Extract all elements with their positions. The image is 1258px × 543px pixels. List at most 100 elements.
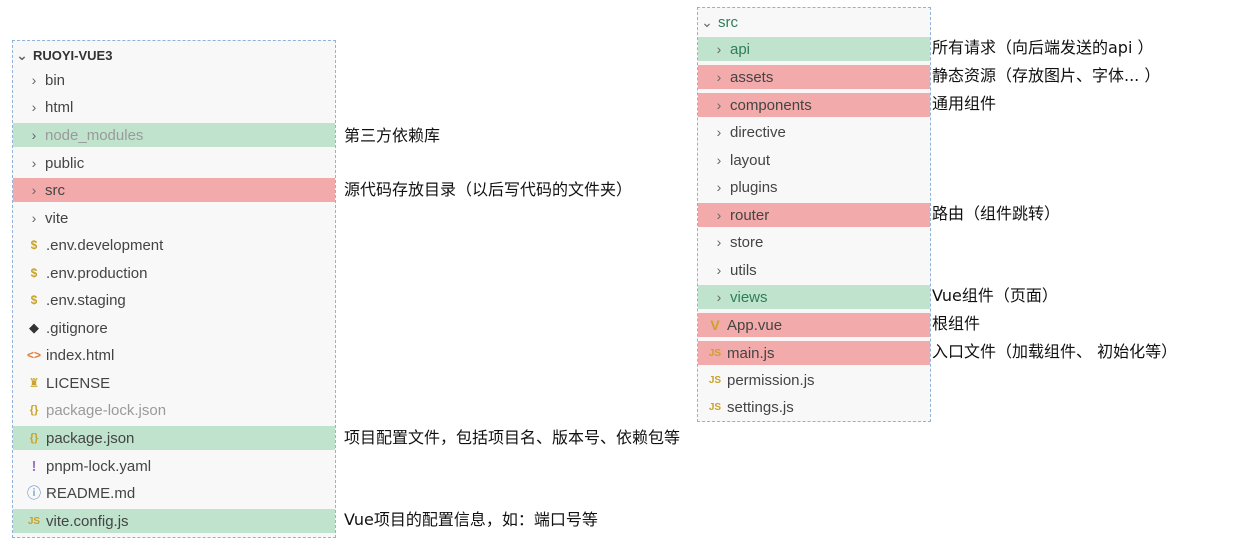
tree-item-label: .env.production <box>46 264 148 282</box>
tree-item-permission-js[interactable]: JS permission.js <box>698 368 930 392</box>
tree-item-label: components <box>730 96 812 114</box>
note-vite-config: Vue项目的配置信息，如：端口号等 <box>344 510 598 529</box>
tree-item-license[interactable]: ♜ LICENSE <box>13 371 335 395</box>
tree-item-settings-js[interactable]: JS settings.js <box>698 395 930 419</box>
tree-item-env-production[interactable]: $ .env.production <box>13 261 335 285</box>
tree-item-vite-config-js[interactable]: JS vite.config.js <box>13 509 335 533</box>
tree-item-views[interactable]: › views <box>698 285 930 309</box>
tree-item-label: api <box>730 40 751 58</box>
tree-item-label: plugins <box>730 178 778 196</box>
dollar-icon: $ <box>30 266 38 280</box>
tree-item-label: .env.staging <box>46 291 126 309</box>
tree-item-layout[interactable]: › layout <box>698 148 930 172</box>
tree-item-bin[interactable]: › bin <box>13 68 335 92</box>
right-explorer-panel: ⌄ src › api › assets › components › dire… <box>697 7 931 422</box>
dollar-icon: $ <box>30 238 38 252</box>
note-api: 所有请求（向后端发送的api ） <box>932 38 1154 57</box>
dollar-icon: $ <box>30 293 38 307</box>
tree-item-label: LICENSE <box>46 374 111 392</box>
tree-item-label: package-lock.json <box>46 401 167 419</box>
tree-item-env-development[interactable]: $ .env.development <box>13 233 335 257</box>
tree-item-index-html[interactable]: <> index.html <box>13 343 335 367</box>
chevron-down-icon: ⌄ <box>701 13 713 30</box>
note-app-vue: 根组件 <box>932 314 981 333</box>
tree-item-label: settings.js <box>727 398 794 416</box>
tree-item-package-lock-json[interactable]: {} package-lock.json <box>13 398 335 422</box>
note-views: Vue组件（页面） <box>932 286 1058 305</box>
tree-item-pnpm-lock-yaml[interactable]: ! pnpm-lock.yaml <box>13 454 335 478</box>
tree-item-main-js[interactable]: JS main.js <box>698 341 930 365</box>
chevron-right-icon: › <box>716 179 722 195</box>
vue-icon: V <box>710 317 720 333</box>
tree-item-store[interactable]: › store <box>698 230 930 254</box>
js-icon: JS <box>708 347 722 359</box>
note-node-modules: 第三方依赖库 <box>344 126 441 145</box>
chevron-right-icon: › <box>31 72 37 88</box>
tree-item-label: vite <box>45 209 69 227</box>
tree-root-src[interactable]: ⌄ src <box>698 10 930 34</box>
json-icon: {} <box>29 432 39 444</box>
tree-item-label: router <box>730 206 770 224</box>
tree-item-readme-md[interactable]: ⓘ README.md <box>13 481 335 505</box>
tree-item-api[interactable]: › api <box>698 37 930 61</box>
chevron-right-icon: › <box>31 127 37 143</box>
chevron-right-icon: › <box>716 97 722 113</box>
tree-item-label: node_modules <box>45 126 144 144</box>
tree-item-label: store <box>730 233 764 251</box>
tree-item-label: public <box>45 154 85 172</box>
tree-item-label: README.md <box>46 484 136 502</box>
note-package-json: 项目配置文件，包括项目名、版本号、依赖包等 <box>344 428 681 447</box>
git-icon: ◆ <box>29 320 39 335</box>
tree-item-label: main.js <box>727 344 775 362</box>
tree-item-label: directive <box>730 123 786 141</box>
js-icon: JS <box>708 401 722 413</box>
tree-item-package-json[interactable]: {} package.json <box>13 426 335 450</box>
note-components: 通用组件 <box>932 94 997 113</box>
tree-item-gitignore[interactable]: ◆ .gitignore <box>13 316 335 340</box>
tree-item-label: vite.config.js <box>46 512 129 530</box>
tree-item-label: html <box>45 98 74 116</box>
tree-item-label: src <box>45 181 65 199</box>
json-icon: {} <box>29 404 39 416</box>
tree-item-router[interactable]: › router <box>698 203 930 227</box>
chevron-right-icon: › <box>716 152 722 168</box>
html-icon: <> <box>26 348 41 362</box>
chevron-right-icon: › <box>31 182 37 198</box>
chevron-down-icon: ⌄ <box>16 46 28 63</box>
tree-item-directive[interactable]: › directive <box>698 120 930 144</box>
tree-item-label: package.json <box>46 429 135 447</box>
tree-item-node-modules[interactable]: › node_modules <box>13 123 335 147</box>
tree-root-ruoyi-vue3[interactable]: ⌄ RUOYI-VUE3 <box>13 43 335 67</box>
tree-item-components[interactable]: › components <box>698 93 930 117</box>
tree-item-label: permission.js <box>727 371 815 389</box>
tree-item-app-vue[interactable]: V App.vue <box>698 313 930 337</box>
note-assets: 静态资源（存放图片、字体... ） <box>932 66 1161 85</box>
tree-item-label: .gitignore <box>46 319 108 337</box>
tree-item-assets[interactable]: › assets <box>698 65 930 89</box>
note-main-js: 入口文件（加载组件、 初始化等） <box>932 342 1178 361</box>
tree-root-label: RUOYI-VUE3 <box>33 47 113 63</box>
chevron-right-icon: › <box>716 41 722 57</box>
tree-root-label: src <box>718 13 738 31</box>
chevron-right-icon: › <box>716 207 722 223</box>
tree-item-html[interactable]: › html <box>13 95 335 119</box>
tree-item-public[interactable]: › public <box>13 151 335 175</box>
tree-item-vite[interactable]: › vite <box>13 206 335 230</box>
tree-item-label: App.vue <box>727 316 783 334</box>
tree-item-label: index.html <box>46 346 115 364</box>
info-icon: ⓘ <box>27 485 41 501</box>
chevron-right-icon: › <box>716 234 722 250</box>
tree-item-plugins[interactable]: › plugins <box>698 175 930 199</box>
chevron-right-icon: › <box>716 262 722 278</box>
chevron-right-icon: › <box>31 155 37 171</box>
js-icon: JS <box>27 515 41 527</box>
license-icon: ♜ <box>28 376 40 390</box>
tree-item-utils[interactable]: › utils <box>698 258 930 282</box>
tree-item-label: pnpm-lock.yaml <box>46 457 152 475</box>
tree-item-env-staging[interactable]: $ .env.staging <box>13 288 335 312</box>
chevron-right-icon: › <box>716 69 722 85</box>
tree-item-label: layout <box>730 151 771 169</box>
tree-item-src[interactable]: › src <box>13 178 335 202</box>
note-router: 路由（组件跳转） <box>932 204 1061 223</box>
note-src: 源代码存放目录（以后写代码的文件夹） <box>344 180 633 199</box>
